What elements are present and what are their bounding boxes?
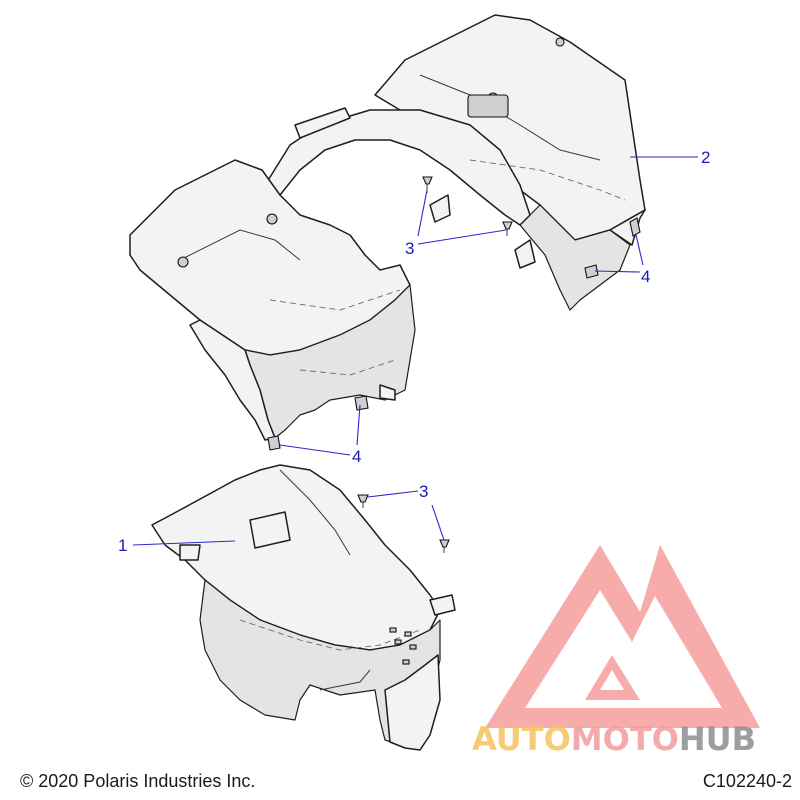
leader-4b-1 bbox=[279, 444, 351, 456]
leader-3b-1 bbox=[367, 490, 419, 498]
part-upper-front-panel bbox=[129, 14, 646, 441]
logo-triangle-mark bbox=[485, 545, 760, 728]
leader-3a-1 bbox=[417, 189, 428, 237]
hardware-nut-clip-left-a bbox=[354, 395, 369, 411]
hardware-push-rivet-lower-right bbox=[439, 539, 450, 553]
callout-4-right: 4 bbox=[641, 267, 650, 286]
logo-text-moto: MOTO bbox=[571, 720, 679, 758]
callout-1: 1 bbox=[118, 536, 127, 555]
logo-text-auto: AUTO bbox=[472, 720, 571, 758]
hardware-nut-clip-right-lower bbox=[584, 264, 599, 279]
callout-4-left: 4 bbox=[352, 447, 361, 466]
leader-3a-2 bbox=[417, 229, 507, 245]
callout-3-upper: 3 bbox=[405, 239, 414, 258]
hardware-push-rivet-upper-right bbox=[502, 221, 513, 236]
callout-2: 2 bbox=[701, 148, 710, 167]
hardware-nut-clip-left-b bbox=[267, 435, 281, 451]
leader-4a-2 bbox=[594, 270, 641, 273]
leader-4b-2 bbox=[356, 404, 361, 446]
hardware-nut-clip-right-upper bbox=[629, 217, 641, 237]
automotohub-logo: AUTOMOTOHUB bbox=[472, 545, 760, 758]
part-lower-side-panel bbox=[151, 464, 456, 751]
figure-code: C102240-2 bbox=[702, 771, 792, 791]
svg-text:AUTOMOTOHUB: AUTOMOTOHUB bbox=[472, 720, 756, 758]
hardware-push-rivet-lower-left bbox=[357, 494, 369, 508]
leader-lines bbox=[132, 156, 698, 546]
leader-4a-1 bbox=[635, 234, 644, 266]
hardware-push-rivet-upper-left bbox=[422, 176, 433, 193]
leader-1 bbox=[132, 540, 236, 546]
logo-inner-loop bbox=[585, 655, 640, 700]
leader-3b-2 bbox=[431, 504, 445, 541]
callout-3-lower: 3 bbox=[419, 482, 428, 501]
logo-text-hub: HUB bbox=[679, 720, 756, 758]
copyright-notice: © 2020 Polaris Industries Inc. bbox=[20, 771, 256, 791]
